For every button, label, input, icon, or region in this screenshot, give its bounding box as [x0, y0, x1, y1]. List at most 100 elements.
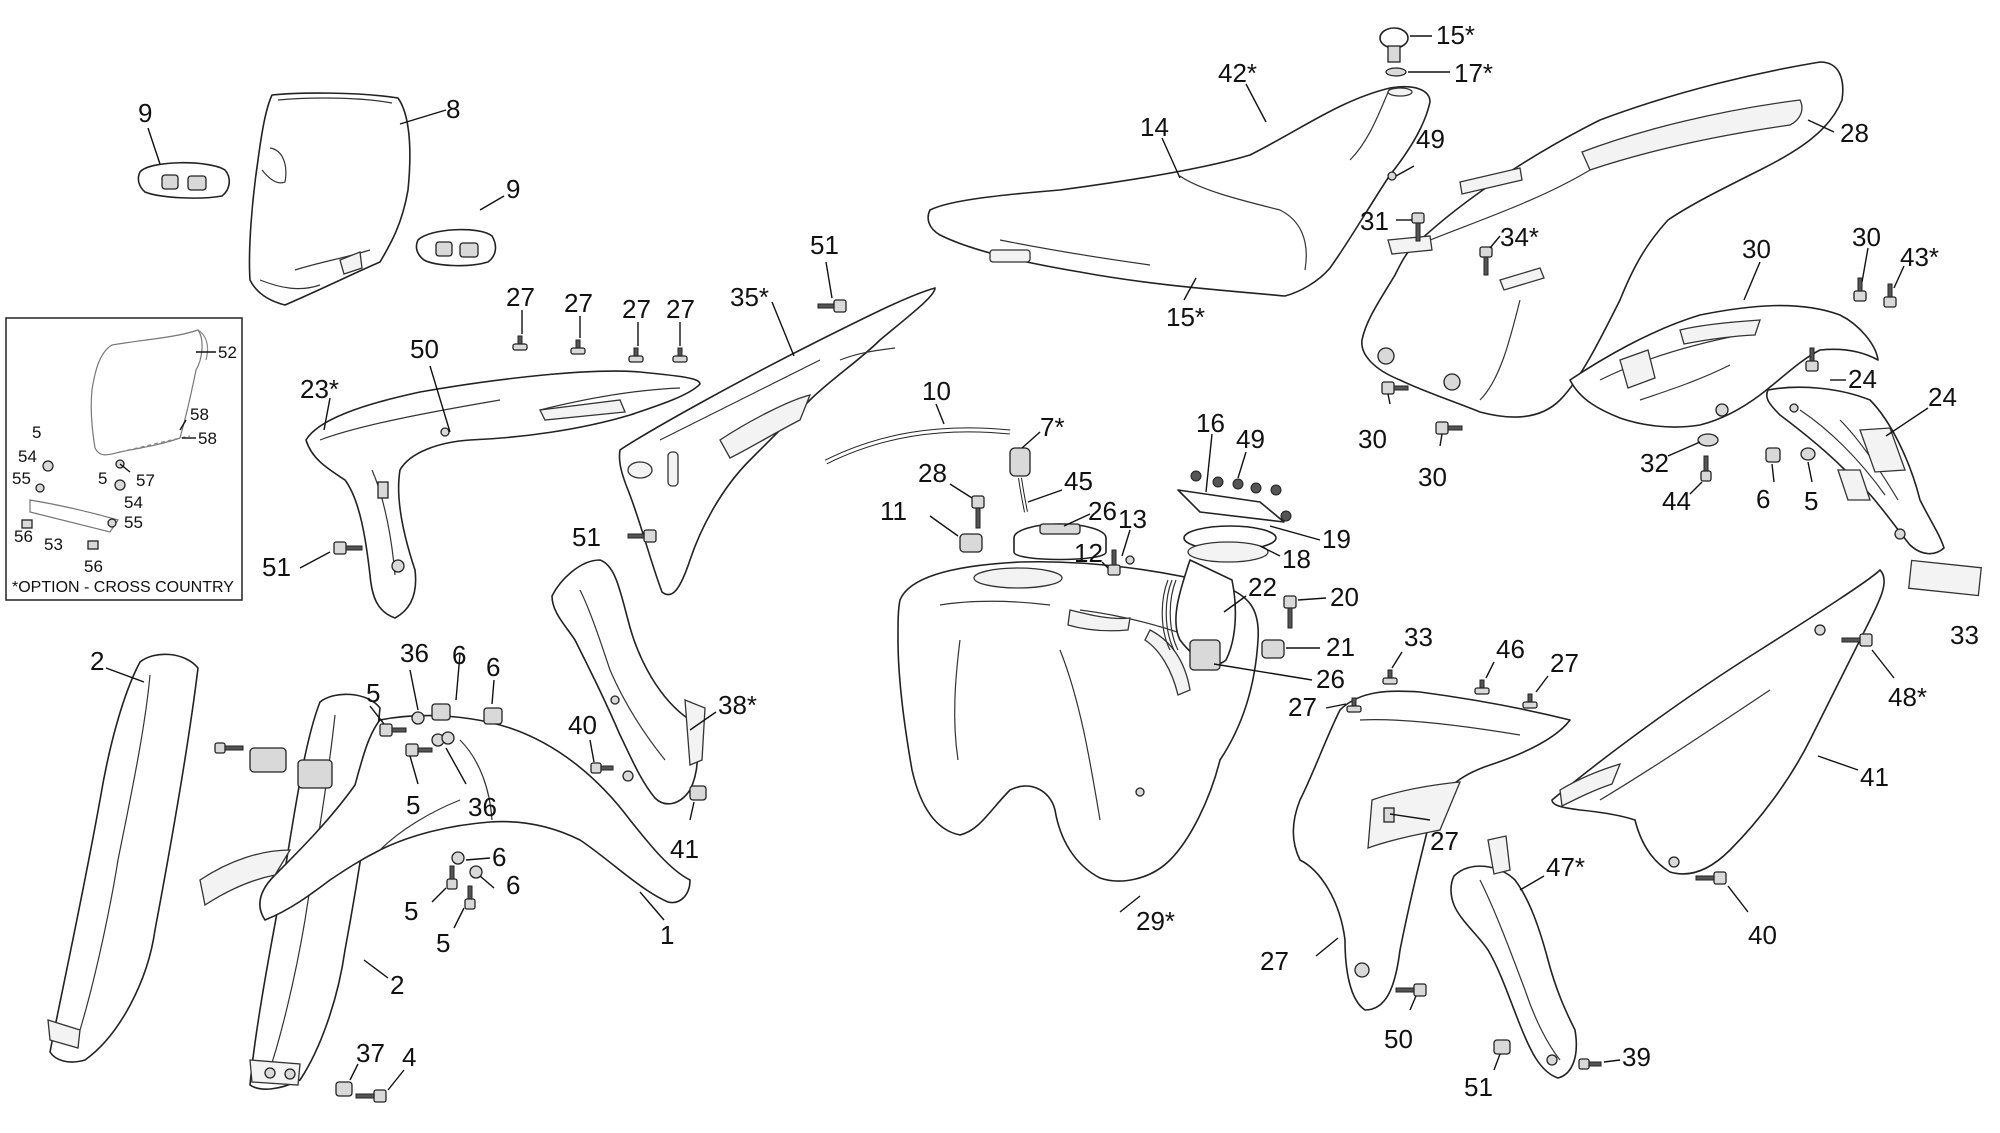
callout-6: 6 [452, 640, 466, 670]
cross-country-inset: 52 58 58 5 54 55 5 57 54 55 53 56 56 *OP… [5, 317, 243, 601]
callout-32: 24 [1848, 364, 1877, 394]
reflector-46 [1908, 559, 1982, 597]
callout-8: 8 [446, 94, 460, 124]
seat [927, 86, 1431, 297]
fuel-pump-assembly [1161, 489, 1285, 671]
inset-bracket [29, 499, 119, 533]
shroud-screws-27-right [1346, 669, 1538, 713]
callout-27: 27 [666, 294, 695, 324]
callout-31: 26 [1316, 664, 1345, 694]
callout-49: 49 [1416, 124, 1445, 154]
bolt-51 [627, 529, 657, 543]
right-frame-guard [1450, 835, 1577, 1079]
tank-screw-12-13 [1107, 549, 1135, 576]
handlebar-clamp-upper [137, 161, 231, 199]
callout-7: 7* [1040, 412, 1065, 442]
fuel-tank [897, 560, 1260, 882]
callout-48: 41 [1860, 762, 1889, 792]
inset-washer-1 [35, 483, 45, 493]
spacer-37-bolt-4 [335, 1081, 387, 1103]
callout-44: 24 [1928, 382, 1957, 412]
callout-51: 40 [1748, 920, 1777, 950]
callout-51: 50 [1384, 1024, 1413, 1054]
callout-57: 57 [136, 471, 155, 490]
callout-53: 53 [44, 535, 63, 554]
callout-47: 27 [1260, 946, 1289, 976]
fork-guard-bracket [214, 742, 333, 789]
fuel-vent-hose [824, 427, 1031, 513]
callout-51: 51 [572, 522, 601, 552]
spacer-41 [689, 785, 707, 801]
screw-32 [1805, 347, 1819, 372]
rear-fender-bolts-30 [1381, 212, 1493, 435]
callout-16: 17* [1454, 58, 1493, 88]
callout-17: 15* [1436, 20, 1475, 50]
callout-54: 54 [124, 493, 143, 512]
callout-13: 13 [1118, 504, 1147, 534]
callout-5: 5 [436, 928, 450, 958]
seat-bolt-17-washer-16 [1379, 27, 1409, 77]
callout-51: 51 [810, 230, 839, 260]
fuel-cap [1013, 523, 1107, 561]
callout-52: 52 [218, 343, 237, 362]
callout-35: 35* [730, 282, 769, 312]
callout-6: 32 [1640, 448, 1669, 478]
callout-5: 5 [404, 896, 418, 926]
tank-bolt-26-spacer-28-right [1261, 595, 1297, 659]
callout-36: 36 [400, 638, 429, 668]
callout-10: 10 [922, 376, 951, 406]
callout-45: 45 [1064, 466, 1093, 496]
inset-bolt-2 [114, 479, 126, 491]
screw-40-right [1578, 1058, 1602, 1070]
callout-51: 51 [262, 552, 291, 582]
callout-2: 2 [90, 646, 104, 676]
callout-22: 19 [1322, 524, 1351, 554]
callout-28: 11 [880, 496, 907, 526]
rear-mud-flap [1569, 304, 1879, 428]
fork-guard-left [47, 653, 199, 1063]
callout-40: 40 [568, 710, 597, 740]
callout-58: 58 [190, 405, 209, 424]
callout-27: 27 [564, 288, 593, 318]
callout-11: 26 [1088, 496, 1117, 526]
callout-33: 6 [1756, 484, 1770, 514]
callout-6: 6 [492, 842, 506, 872]
inset-bolt-1 [42, 460, 54, 472]
right-side-panel [1551, 569, 1885, 875]
callout-2: 2 [390, 970, 404, 1000]
handlebar-clamp-lower [415, 228, 497, 267]
screw-40 [590, 762, 614, 774]
spacer-41-right [1493, 1039, 1511, 1055]
callout-39: 47* [1546, 852, 1585, 882]
inset-nut-1 [21, 519, 33, 529]
front-number-plate [248, 92, 411, 306]
callout-55: 55 [12, 469, 31, 488]
callout-30: 31 [1360, 206, 1389, 236]
callout-23: 23* [300, 374, 339, 404]
callout-58: 58 [198, 429, 217, 448]
callout-26: 20 [1330, 582, 1359, 612]
callout-27: 27 [506, 282, 535, 312]
callout-33: 5 [1804, 486, 1818, 516]
callout-27: 46 [1496, 634, 1525, 664]
inset-washer-2 [107, 518, 117, 528]
bolt-51 [333, 541, 363, 555]
callout-41: 41 [670, 834, 699, 864]
callout-51: 48* [1888, 682, 1927, 712]
callout-12: 12 [1074, 538, 1103, 568]
fuel-pump-screws-18 [1190, 470, 1292, 522]
callout-9: 9 [138, 98, 152, 128]
callout-24: 30 [1852, 222, 1881, 252]
callout-26: 28 [918, 458, 947, 488]
mud-flap-hardware [1697, 433, 1816, 482]
left-side-panel [618, 287, 936, 596]
callout-14: 14 [1140, 112, 1169, 142]
callout-29: 29* [1136, 906, 1175, 936]
callout-28: 21 [1326, 632, 1355, 662]
callout-36: 36 [468, 792, 497, 822]
callout-15: 15* [1166, 302, 1205, 332]
rear-fender [1361, 61, 1844, 418]
callout-18: 49 [1236, 424, 1265, 454]
callout-6: 6 [506, 870, 520, 900]
